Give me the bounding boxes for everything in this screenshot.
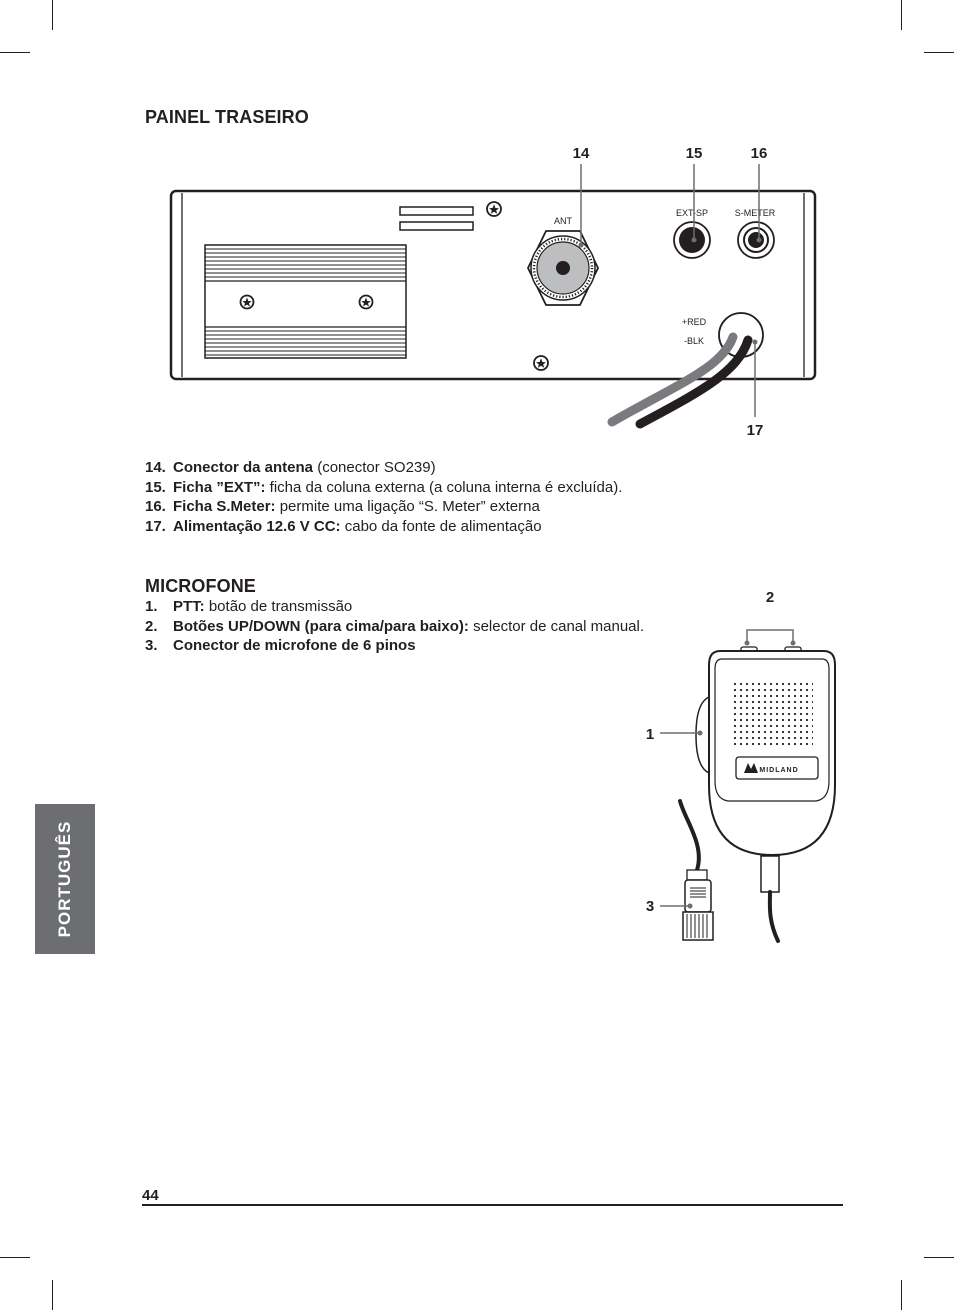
microphone-heading: MICROFONE bbox=[145, 576, 256, 596]
item-number: 3. bbox=[145, 637, 158, 654]
speaker-grille bbox=[733, 681, 813, 749]
crop-mark bbox=[901, 1280, 902, 1310]
item-title: PTT: bbox=[173, 598, 205, 615]
item-title: Ficha ”EXT”: bbox=[173, 478, 266, 496]
heatsink bbox=[204, 244, 407, 359]
strain-relief bbox=[760, 855, 780, 893]
callout-15: 15 bbox=[686, 145, 703, 162]
callout-1: 1 bbox=[646, 726, 654, 743]
item-title: Alimentação 12.6 V CC: bbox=[173, 517, 341, 535]
mic-connector bbox=[682, 869, 714, 941]
item-text: selector de canal manual. bbox=[468, 617, 645, 635]
item-number: 2. bbox=[145, 617, 158, 635]
item-text: ficha da coluna externa (a coluna intern… bbox=[265, 478, 623, 496]
blk-wire-label: -BLK bbox=[684, 336, 704, 346]
rear-panel-list: 14. Conector da antena (conector SO239) 1… bbox=[145, 458, 622, 536]
item-number: 1. bbox=[145, 598, 158, 615]
microphone-list: 1. PTT: botão de transmissão 2. Botões UP/… bbox=[145, 597, 644, 656]
crop-mark bbox=[924, 52, 954, 53]
footer-rule bbox=[142, 1204, 843, 1206]
item-number: 16. bbox=[145, 498, 166, 515]
brand-plate bbox=[735, 756, 819, 780]
list-item: 16. Ficha S.Meter: permite uma ligação “S… bbox=[145, 497, 622, 517]
item-text: (conector SO239) bbox=[313, 459, 436, 476]
screw-icon bbox=[533, 355, 549, 371]
list-item: 3. Conector de microfone de 6 pinos bbox=[145, 636, 644, 656]
vent-slot bbox=[399, 206, 474, 216]
item-title: Ficha S.Meter: bbox=[173, 498, 276, 515]
language-tab: PORTUGUÊS bbox=[35, 804, 95, 954]
power-cable: +RED -BLK bbox=[607, 312, 764, 429]
item-title: Botões UP/DOWN (para cima/para baixo): bbox=[173, 617, 469, 635]
ptt-button bbox=[695, 695, 710, 775]
crop-mark bbox=[0, 52, 30, 53]
callout-16: 16 bbox=[751, 145, 768, 162]
screw-icon bbox=[239, 294, 255, 310]
midland-logo-icon bbox=[744, 763, 758, 773]
s-meter-label: S-METER bbox=[735, 208, 776, 218]
page-number: 44 bbox=[142, 1187, 159, 1204]
ext-sp-label: EXT-SP bbox=[676, 208, 708, 218]
microphone-diagram: 2 1 3 MIDLAND bbox=[646, 589, 836, 943]
item-text: botão de transmissão bbox=[204, 598, 353, 615]
list-item: 15. Ficha ”EXT”: ficha da coluna externa … bbox=[145, 478, 622, 498]
list-item: 14. Conector da antena (conector SO239) bbox=[145, 458, 622, 478]
callout-14: 14 bbox=[573, 145, 590, 162]
crop-mark bbox=[52, 0, 53, 30]
ext-sp-jack: EXT-SP bbox=[673, 208, 711, 259]
screw-icon bbox=[358, 294, 374, 310]
crop-mark bbox=[52, 1280, 53, 1310]
s-meter-jack: S-METER bbox=[735, 208, 776, 259]
list-item: 1. PTT: botão de transmissão bbox=[145, 597, 644, 617]
red-wire-label: +RED bbox=[682, 317, 707, 327]
item-number: 14. bbox=[145, 459, 166, 476]
rear-panel-diagram: 14 15 16 17 bbox=[169, 145, 817, 439]
item-text: cabo da fonte de alimentação bbox=[340, 517, 542, 535]
list-item: 2. Botões UP/DOWN (para cima/para baixo):… bbox=[145, 617, 644, 637]
list-item: 17. Alimentação 12.6 V CC: cabo da fonte … bbox=[145, 517, 622, 537]
brand-logo: MIDLAND bbox=[759, 767, 798, 774]
crop-mark bbox=[924, 1257, 954, 1258]
language-tab-label: PORTUGUÊS bbox=[55, 820, 74, 938]
screw-icon bbox=[486, 201, 502, 217]
ant-label: ANT bbox=[554, 216, 573, 226]
vent-slot bbox=[399, 221, 474, 231]
item-number: 17. bbox=[145, 517, 166, 535]
crop-mark bbox=[901, 0, 902, 30]
callout-2: 2 bbox=[766, 589, 774, 606]
callout-17: 17 bbox=[747, 422, 764, 439]
mic-cable bbox=[678, 799, 701, 872]
callout-3: 3 bbox=[646, 898, 654, 915]
antenna-connector: ANT bbox=[526, 216, 600, 306]
crop-mark bbox=[0, 1257, 30, 1258]
rear-panel-heading: PAINEL TRASEIRO bbox=[145, 107, 309, 127]
item-text: permite uma ligação “S. Meter” externa bbox=[275, 498, 540, 515]
item-title: Conector de microfone de 6 pinos bbox=[173, 637, 416, 654]
item-title: Conector da antena bbox=[173, 459, 314, 476]
item-number: 15. bbox=[145, 478, 166, 496]
